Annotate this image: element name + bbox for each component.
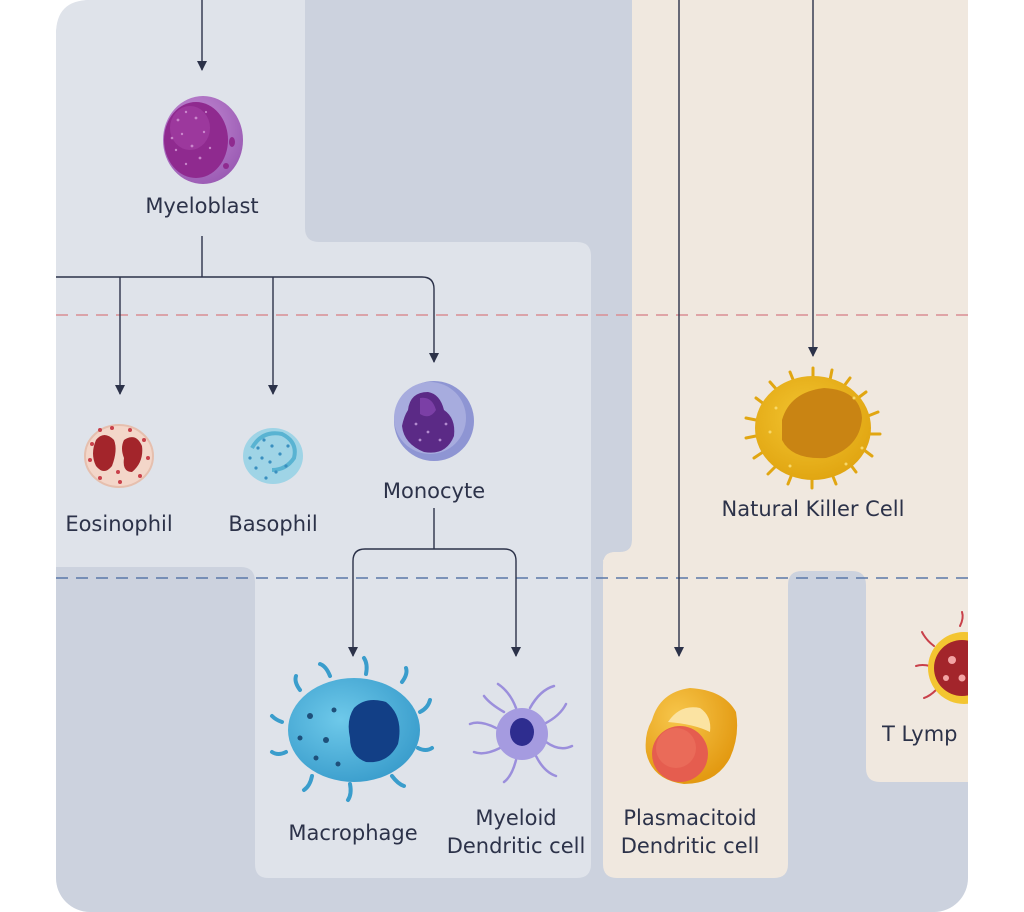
basophil-cell-icon xyxy=(243,428,303,484)
myeloid-dendritic-label: Myeloid Dendritic cell xyxy=(446,806,586,858)
lineage-connectors xyxy=(56,0,818,657)
myeloblast-cell-icon xyxy=(163,96,243,184)
t-lymphocyte-label: T Lymp xyxy=(882,722,958,746)
natural-killer-cell-icon xyxy=(744,366,882,490)
eosinophil-cell-icon xyxy=(84,424,154,488)
natural-killer-label: Natural Killer Cell xyxy=(721,497,905,521)
arrow-to-macrophage xyxy=(348,548,434,657)
arrow-to-myeloid-dendritic xyxy=(434,548,521,657)
basophil-label: Basophil xyxy=(228,512,318,536)
eosinophil-label: Eosinophil xyxy=(65,512,173,536)
monocyte-label: Monocyte xyxy=(382,479,486,503)
branch-to-monocyte xyxy=(56,276,439,363)
myeloid-panel xyxy=(56,0,591,878)
monocyte-cell-icon xyxy=(394,381,474,461)
background-panels xyxy=(56,0,968,912)
macrophage-label: Macrophage xyxy=(288,821,418,845)
myeloid-dendritic-cell-icon xyxy=(468,682,574,784)
myeloblast-label: Myeloblast xyxy=(145,194,259,218)
macrophage-cell-icon xyxy=(270,656,434,802)
plasmacitoid-dendritic-label: Plasmacitoid Dendritic cell xyxy=(620,806,760,858)
t-lymphocyte-cell-icon xyxy=(915,560,1024,912)
plasmacitoid-dendritic-cell-icon xyxy=(645,688,738,784)
